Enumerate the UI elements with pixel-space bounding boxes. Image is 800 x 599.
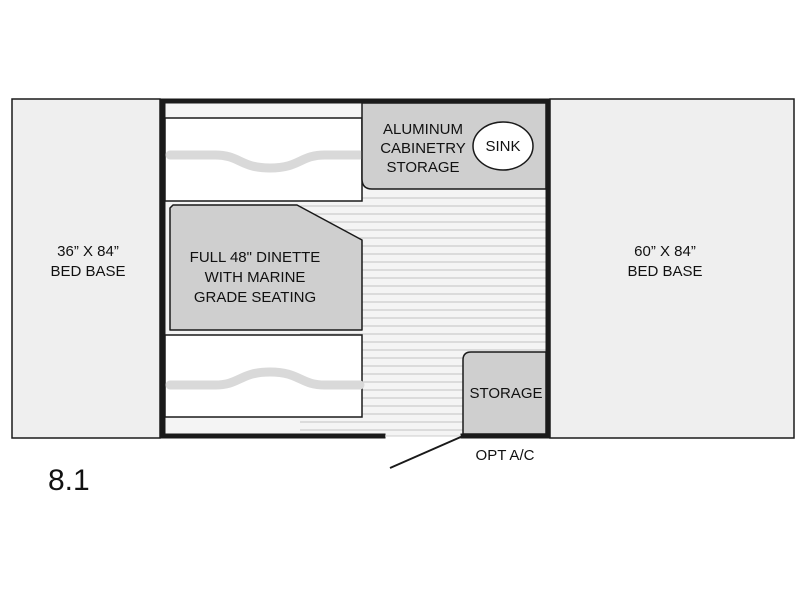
left-bed-label: BED BASE	[50, 263, 125, 280]
right-bed-label: BED BASE	[627, 263, 702, 280]
right-bed-base	[549, 98, 795, 439]
door-swing	[389, 435, 464, 469]
top-cushion-swoosh	[165, 150, 365, 173]
storage-cabinet	[462, 351, 547, 435]
cabinetry-line-2: CABINETRY	[380, 140, 466, 157]
storage-label: STORAGE	[469, 385, 542, 402]
right-bed-size: 60” X 84”	[634, 243, 696, 260]
outer-walls	[160, 98, 551, 439]
bottom-cushion-swoosh	[165, 367, 365, 390]
dinette-table	[169, 204, 363, 331]
dinette-line-2: WITH MARINE	[205, 269, 306, 286]
model-number: 8.1	[48, 464, 90, 497]
left-bed-size: 36” X 84”	[57, 243, 119, 260]
cabinetry-line-3: STORAGE	[386, 159, 459, 176]
sink	[472, 121, 534, 171]
sink-label: SINK	[485, 138, 520, 155]
dinette-line-3: GRADE SEATING	[194, 289, 316, 306]
left-bed-base	[11, 98, 161, 439]
opt-ac-label: OPT A/C	[476, 447, 535, 464]
cabinetry-line-1: ALUMINUM	[383, 121, 463, 138]
dinette-line-1: FULL 48" DINETTE	[190, 249, 321, 266]
